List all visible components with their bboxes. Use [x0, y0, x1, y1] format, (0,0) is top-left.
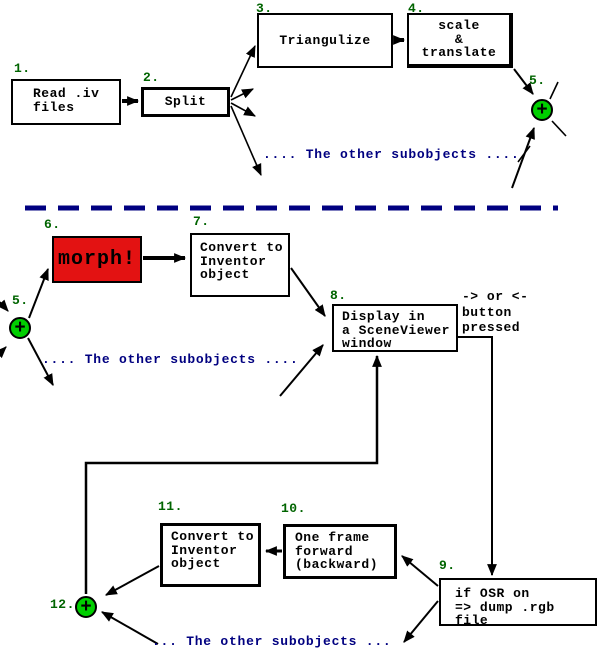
arrow-into-merge5b-nw: [0, 299, 9, 312]
node-scale-translate: scale & translate: [407, 13, 513, 68]
arrow-split-fanout-3: [230, 105, 262, 177]
step-number-4: 4.: [408, 1, 425, 16]
arrow-into-merge5b-sw: [0, 346, 7, 359]
subobjects-note-mid: .... The other subobjects ....: [42, 352, 299, 367]
node-osr-label: if OSR on => dump .rgb file: [455, 586, 555, 628]
line-merge5-top-ne: [549, 81, 559, 100]
subobjects-note-top: .... The other subobjects ....: [263, 147, 520, 162]
node-read-iv-files-label: Read .iv files: [33, 86, 100, 115]
line-merge5-top-se: [551, 120, 567, 137]
step-number-1: 1.: [14, 61, 31, 76]
node-frame-label: One frame forward (backward): [295, 530, 379, 572]
arrow-convert7-to-display8: [290, 267, 326, 317]
step-number-12: 12.: [50, 597, 75, 612]
arrow-convert11-to-merge12: [105, 565, 160, 596]
merge-node-5-mid: +: [9, 317, 31, 339]
arrow-split-to-triangulize: [230, 45, 256, 98]
elbow-merge12-to-display8: [84, 354, 382, 594]
plus-icon: +: [80, 595, 92, 617]
arrow-subobjects-to-display8: [279, 344, 324, 397]
step-number-10: 10.: [281, 501, 306, 516]
node-morph: morph!: [52, 236, 142, 283]
step-number-3: 3.: [256, 1, 273, 16]
node-display-sceneviewer: Display in a SceneViewer window: [332, 304, 458, 352]
step-number-2: 2.: [143, 70, 160, 85]
node-osr-dump-rgb: if OSR on => dump .rgb file: [439, 578, 597, 628]
arrow-merge5b-fanout: [27, 337, 54, 386]
arrow-subobjects-to-merge5: [511, 126, 535, 189]
node-convert-11-label: Convert to Inventor object: [171, 529, 255, 571]
button-pressed-note: -> or <- button pressed: [462, 289, 529, 335]
node-one-frame-forward: One frame forward (backward): [283, 524, 397, 579]
plus-icon: +: [14, 316, 26, 338]
merge-node-12: +: [75, 596, 97, 618]
arrow-osr9-to-subobjects: [403, 600, 439, 643]
arrow-split-fanout-2: [230, 102, 256, 117]
arrow-scale-to-merge5: [513, 68, 534, 95]
step-number-5-top: 5.: [529, 73, 546, 88]
step-number-6: 6.: [44, 217, 61, 232]
node-read-iv-files: Read .iv files: [11, 79, 121, 125]
node-display-label: Display in a SceneViewer window: [342, 309, 450, 351]
arrow-split-fanout-1: [230, 88, 254, 101]
elbow-display8-to-osr9: [457, 336, 497, 577]
node-triangulize-label: Triangulize: [279, 32, 371, 48]
node-convert-to-inventor-7: Convert to Inventor object: [190, 233, 290, 297]
node-scale-translate-label: scale & translate: [421, 18, 497, 61]
arrow-osr9-to-frame10: [401, 555, 439, 587]
node-convert-to-inventor-11: Convert to Inventor object: [160, 523, 261, 587]
line-subobjects-top-right: [517, 145, 531, 163]
arrow-merge5b-to-morph: [28, 267, 49, 319]
node-triangulize: Triangulize: [257, 13, 393, 68]
arrow-subobjects-to-merge12: [101, 611, 159, 645]
step-number-11: 11.: [158, 499, 183, 514]
merge-node-5-top: +: [531, 99, 553, 121]
node-convert-7-label: Convert to Inventor object: [200, 240, 284, 282]
node-split: Split: [141, 87, 230, 117]
node-morph-label: morph!: [57, 247, 136, 271]
plus-icon: +: [536, 98, 548, 120]
subobjects-note-bottom: ... The other subobjects ...: [152, 634, 392, 649]
step-number-9: 9.: [439, 558, 456, 573]
step-number-8: 8.: [330, 288, 347, 303]
step-number-5-mid: 5.: [12, 293, 29, 308]
step-number-7: 7.: [193, 214, 210, 229]
node-split-label: Split: [164, 94, 207, 110]
